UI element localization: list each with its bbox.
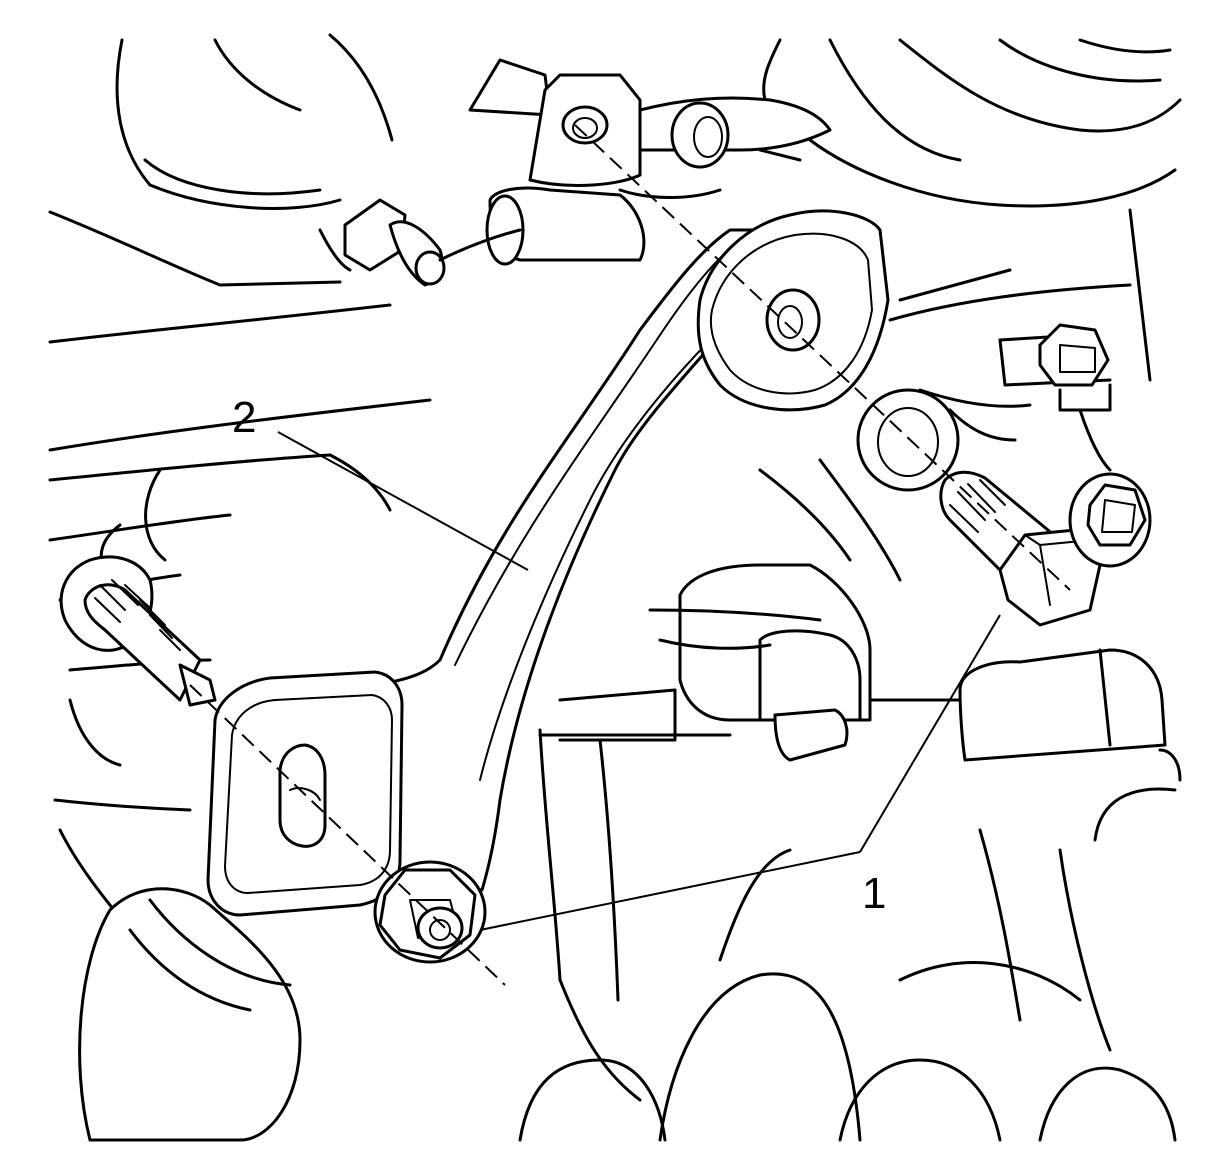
upper-bolt [939, 470, 1102, 627]
left-stud-bolt [59, 555, 217, 707]
engine-mount-bracket [206, 209, 890, 917]
leader-lines [277, 431, 1001, 931]
leader-line-2 [277, 431, 529, 571]
leader-line-1a [479, 851, 861, 931]
leader-line-1b [859, 614, 1001, 853]
callout-number-2: 2 [232, 393, 256, 442]
background-hex-nut-upper [1038, 323, 1112, 472]
callout-number-1: 1 [862, 869, 886, 918]
installation-centerlines [189, 124, 1071, 986]
background-engine-outlines [48, 33, 1182, 1142]
background-hex-nut-lower [1068, 472, 1152, 568]
